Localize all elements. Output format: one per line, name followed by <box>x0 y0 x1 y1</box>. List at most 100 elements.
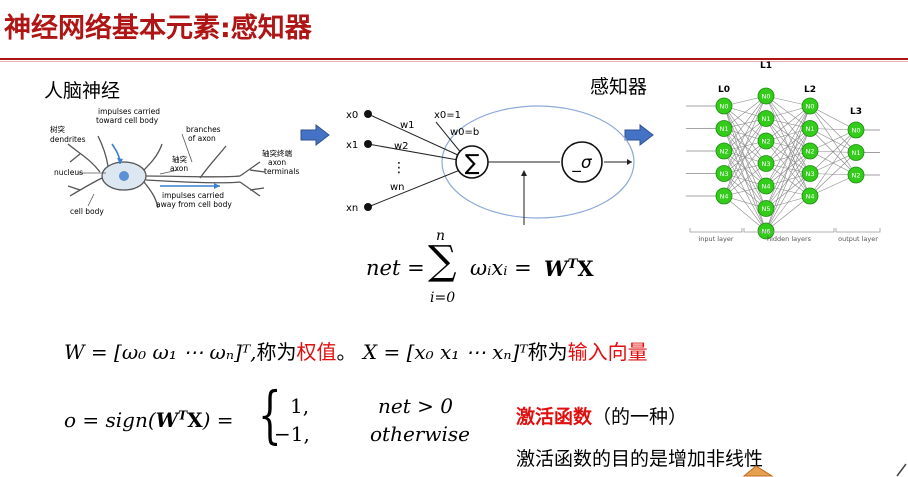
bias-input-label: x0=1 <box>434 110 461 121</box>
network-node <box>715 120 733 137</box>
network-node <box>801 187 819 205</box>
page-title: 神经网络基本元素:感知器 <box>4 13 312 44</box>
perceptron-diagram: x0 x1 xn w1 w2 wn ⋮ x0=1 w0=b ∑ _σ <box>346 105 635 225</box>
network-node-label: N0 <box>852 127 861 135</box>
network-edge <box>723 140 767 197</box>
network-edge <box>809 129 857 152</box>
weight-input-definition: W = [ω₀ ω₁ ⋯ ωₙ]ᵀ,称为权值。 X = [x₀ x₁ ⋯ xₙ]… <box>64 340 648 364</box>
cell-body-label: cell body <box>70 207 104 216</box>
activation-note: 激活函数的目的是增加非线性 <box>516 448 764 470</box>
pencil-icon <box>742 465 774 477</box>
network-node-label: N2 <box>806 148 815 156</box>
impulses-toward-label-1: impulses carried <box>98 107 160 116</box>
network-node-label: N2 <box>762 138 771 146</box>
impulses-away-label-1: impulses carried <box>162 191 224 200</box>
network-node-label: N3 <box>762 160 771 168</box>
dendrites-label: dendrites <box>50 135 86 144</box>
sum-icon: ∑ <box>465 151 480 176</box>
sigma-icon: _σ <box>571 153 593 173</box>
layer-bracket <box>689 228 743 233</box>
network-edge <box>723 95 767 152</box>
case1-value: 1, <box>290 394 310 418</box>
network-edge <box>765 128 811 232</box>
network-edge <box>765 173 811 232</box>
sum-symbol-icon: ∑ <box>428 238 457 284</box>
nucleus-label: nucleus <box>54 168 83 177</box>
activation-node <box>561 141 603 183</box>
network-node <box>757 200 775 217</box>
network-node-label: N4 <box>762 183 771 191</box>
network-node-label: N2 <box>720 148 729 156</box>
layer-group-label: hidden layers <box>767 235 812 243</box>
brain-neuron-label: 人脑神经 <box>44 80 121 102</box>
network-edge <box>723 163 767 197</box>
network-node <box>847 166 865 184</box>
activation-heading: 激活函数（的一种） <box>516 406 688 428</box>
network-edge <box>765 150 811 232</box>
nucleus-icon <box>119 171 129 181</box>
weight-w2-label: w2 <box>394 141 409 152</box>
net-formula-lhs: net = <box>366 256 425 280</box>
perceptron-boundary <box>441 105 635 219</box>
network-node-label: N4 <box>806 193 815 201</box>
network-node-label: N0 <box>762 93 771 101</box>
perceptron-label: 感知器 <box>590 76 648 98</box>
input-xn-label: xn <box>346 203 358 214</box>
terminals-label-2: terminals <box>264 167 299 176</box>
network-node <box>757 155 775 172</box>
input-x0-label: x0 <box>346 110 358 121</box>
title-divider <box>0 58 908 60</box>
network-edge <box>765 105 811 209</box>
network-node-label: N1 <box>852 149 861 157</box>
title-divider-thin <box>0 61 908 62</box>
impulses-toward-label-2: toward cell body <box>96 116 159 125</box>
terminals-cn-label: 轴突终端 <box>262 148 292 158</box>
input-x1-label: x1 <box>346 140 358 151</box>
net-sum-lower: i=0 <box>430 290 456 306</box>
net-formula-wtx: WTX <box>544 256 594 281</box>
terminals-label-1: axon <box>268 158 286 167</box>
arrow-right-icon <box>300 124 330 146</box>
neuron-diagram: 树突 dendrites impulses carried toward cel… <box>50 107 299 216</box>
brace-icon: { <box>258 378 282 451</box>
network-node-label: N0 <box>720 103 729 111</box>
network-edge <box>809 129 857 174</box>
layer-bracket <box>835 228 881 233</box>
network-node-label: N4 <box>720 193 729 201</box>
network-edge <box>765 195 811 232</box>
corner-mark-icon <box>896 463 907 477</box>
case1-condition: net > 0 <box>378 394 453 418</box>
network-node <box>757 110 775 127</box>
network-node <box>757 222 775 240</box>
network-edge <box>809 105 857 131</box>
network-node <box>847 144 865 161</box>
net-formula-rhs: ωᵢxᵢ = <box>470 256 532 280</box>
dots-label: ⋮ <box>392 160 406 176</box>
case2-value: −1, <box>274 422 310 446</box>
network-node <box>801 165 819 182</box>
input-node-x1 <box>364 140 372 148</box>
impulses-away-label-2: away from cell body <box>156 200 232 209</box>
arrow-right-icon-2 <box>624 124 654 146</box>
output-formula: o = sign(WTX) = <box>64 408 234 432</box>
layer-label: L3 <box>850 107 862 117</box>
network-edge <box>765 105 811 187</box>
network-node-label: N5 <box>762 205 771 213</box>
network-node <box>757 132 775 150</box>
network-edge <box>809 174 857 197</box>
network-node-label: N3 <box>806 170 815 178</box>
sum-node <box>455 145 489 179</box>
network-edge <box>723 95 767 197</box>
network-edge <box>723 95 767 129</box>
network-edge <box>723 118 767 197</box>
weight-wn-label: wn <box>390 182 405 193</box>
layer-group-label: input layer <box>698 235 733 243</box>
layer-label: L2 <box>804 85 816 95</box>
network-node <box>715 97 733 115</box>
network-edge <box>765 105 811 142</box>
network-node-label: N2 <box>852 172 861 180</box>
network-node <box>801 97 819 115</box>
input-node-x0 <box>364 110 372 118</box>
network-edge <box>723 95 767 174</box>
network-edge <box>809 129 857 197</box>
